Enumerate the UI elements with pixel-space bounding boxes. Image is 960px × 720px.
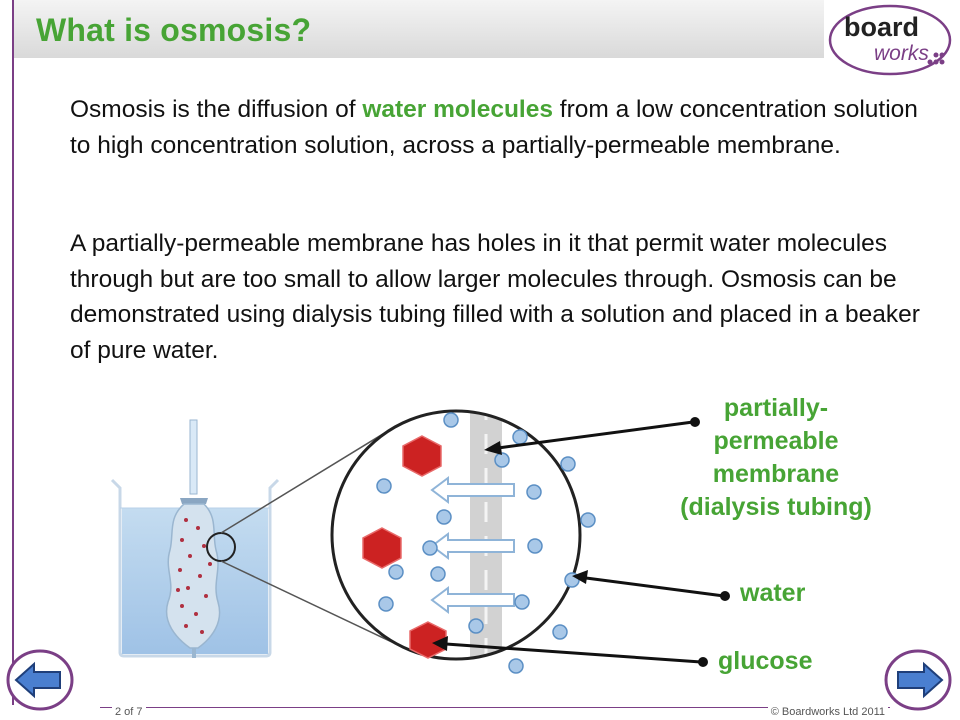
osmosis-diagram	[110, 409, 730, 674]
page-number: 2 of 7	[112, 706, 146, 718]
label-membrane-line-4: (dialysis tubing)	[680, 493, 872, 521]
glucose-molecules	[362, 435, 447, 659]
label-pointers	[432, 417, 730, 667]
flow-arrows	[430, 476, 515, 614]
tubing-clip	[180, 498, 208, 504]
zoom-line-bottom	[220, 560, 397, 645]
arrow-right-icon	[884, 649, 952, 711]
logo-text-works: works	[874, 42, 929, 65]
zoom-line-top	[220, 425, 397, 534]
title-bar: What is osmosis?	[14, 0, 824, 58]
boardworks-logo: board works	[828, 4, 952, 76]
label-water: water	[740, 579, 806, 607]
previous-slide-button[interactable]	[2, 648, 74, 712]
membrane-pointer	[497, 420, 694, 450]
label-membrane-line-3: membrane	[712, 460, 840, 488]
bag-knot	[192, 648, 196, 658]
page-title: What is osmosis?	[36, 12, 312, 48]
osmosis-definition: Osmosis is the diffusion of water molecu…	[70, 92, 930, 163]
definition-text-before: Osmosis is the diffusion of	[70, 96, 363, 123]
logo-text-board: board	[844, 12, 919, 42]
dialysis-tube	[165, 419, 236, 658]
bag-solute-particles	[176, 518, 212, 634]
copyright: © Boardworks Ltd 2011	[767, 706, 888, 718]
dialysis-bag	[165, 503, 221, 649]
water-molecules	[376, 412, 596, 674]
magnified-view	[330, 409, 596, 674]
glucose-pointer	[445, 642, 702, 664]
footer-divider	[100, 707, 890, 708]
magnified-border	[330, 409, 582, 661]
definition-highlight: water molecules	[362, 96, 553, 123]
label-glucose: glucose	[718, 647, 813, 675]
arrow-left-icon	[6, 649, 74, 711]
glass-tube	[189, 419, 198, 495]
next-slide-button[interactable]	[884, 648, 956, 712]
definition-text-after: from a low concentration solution to hig…	[70, 96, 918, 159]
frame-left-border	[12, 0, 14, 705]
label-membrane-line-1: partially-	[723, 394, 829, 422]
water-pointer	[585, 576, 725, 598]
label-membrane: partially- permeable membrane (dialysis …	[645, 392, 907, 524]
label-membrane-line-2: permeable	[713, 427, 839, 455]
membrane-explanation: A partially-permeable membrane has holes…	[70, 230, 920, 364]
